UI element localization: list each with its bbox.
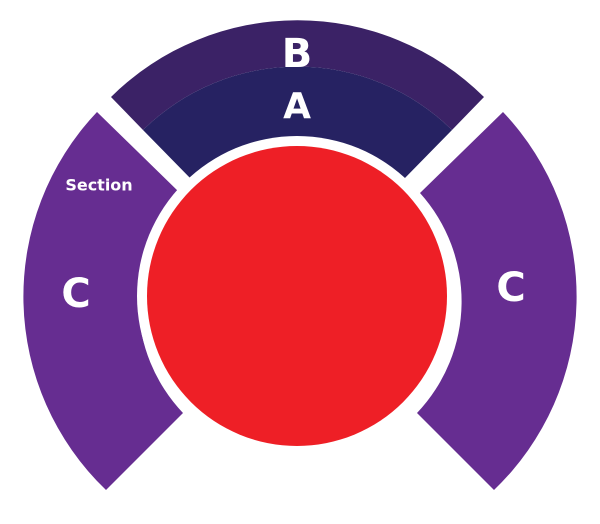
section-c-right-label: C bbox=[496, 265, 525, 311]
section-c-left[interactable] bbox=[23, 112, 183, 490]
section-c-left-label: C bbox=[61, 271, 90, 317]
section-b-label: B bbox=[282, 31, 313, 77]
section-a-label: A bbox=[283, 86, 311, 127]
section-caption: Section bbox=[65, 176, 132, 195]
section-b[interactable] bbox=[111, 20, 484, 131]
section-a[interactable] bbox=[143, 66, 452, 180]
section-c-right[interactable] bbox=[417, 112, 577, 490]
stage-circle bbox=[147, 146, 447, 446]
